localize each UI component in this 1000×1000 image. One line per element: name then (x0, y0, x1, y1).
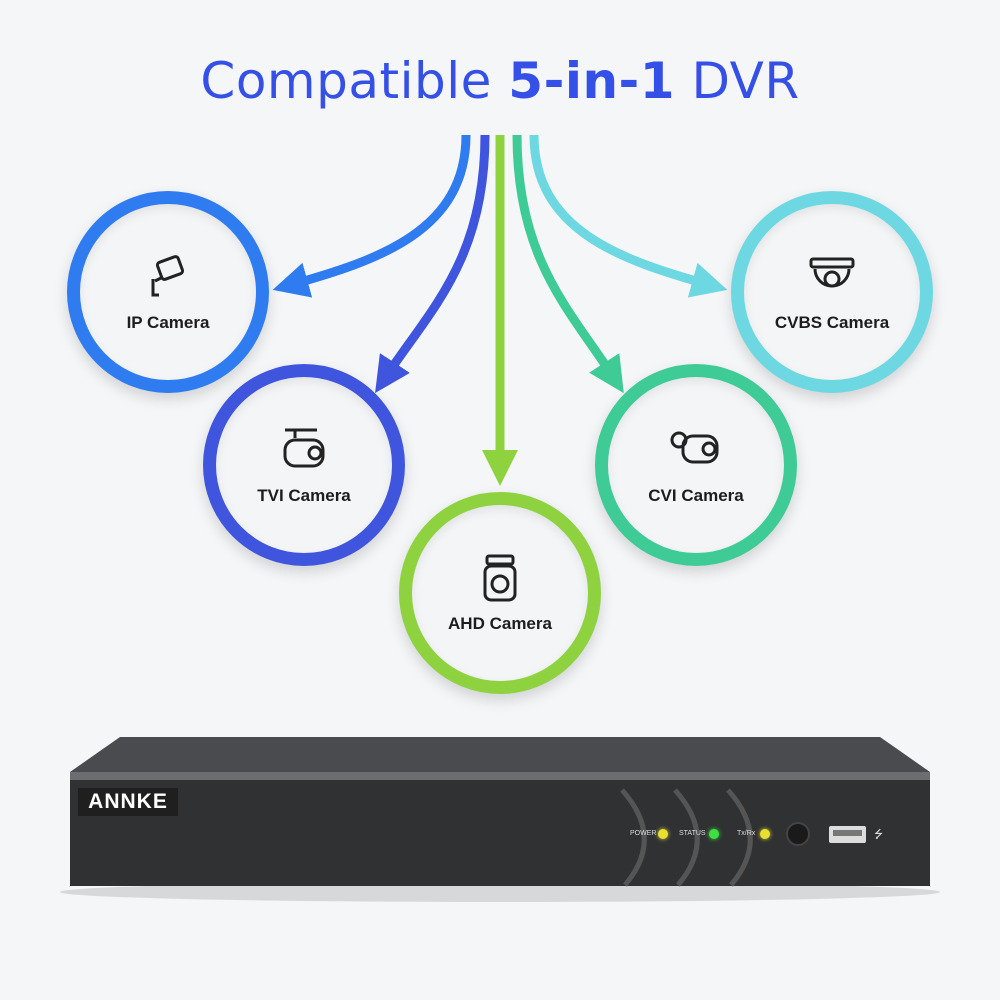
camera-label: IP Camera (126, 313, 210, 332)
bullet-camera-icon (670, 431, 719, 464)
bullet-camera-icon (283, 428, 325, 468)
box-camera-icon (483, 554, 517, 602)
status-label: STATUS (679, 830, 706, 837)
ip-camera-icon (151, 255, 185, 297)
power-label: POWER (630, 830, 657, 837)
arrow-tvi (375, 134, 490, 394)
status-led (709, 829, 719, 839)
arrow-ip (272, 134, 471, 298)
camera-label: CVI Camera (648, 486, 744, 505)
arrow-cvi (512, 134, 624, 394)
txrx-label: Tx/Rx (737, 830, 756, 837)
camera-label: AHD Camera (448, 614, 552, 633)
power-led (658, 829, 668, 839)
txrx-led (760, 829, 770, 839)
headline: Compatible 5-in-1 DVR (200, 52, 800, 110)
arrow-cvbs (529, 134, 728, 298)
svg-text:⭍: ⭍ (874, 828, 883, 841)
dome-camera-icon (809, 257, 855, 288)
camera-label: CVBS Camera (774, 313, 890, 332)
camera-label: TVI Camera (257, 486, 351, 505)
brand-logo: ANNKE (78, 788, 178, 816)
